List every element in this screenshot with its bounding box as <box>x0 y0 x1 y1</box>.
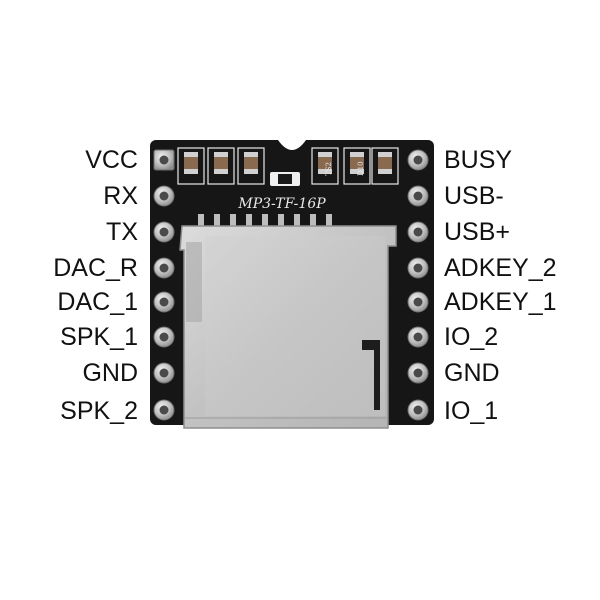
pin-label-dac-1: DAC_1 <box>57 288 138 316</box>
pin-label-io-2: IO_2 <box>444 323 499 351</box>
right-pin-row <box>407 149 429 421</box>
pin-label-rx: RX <box>103 182 138 210</box>
left-pin-pad <box>153 185 175 207</box>
right-pin-pad <box>407 185 429 207</box>
left-pin-pad <box>153 149 175 171</box>
pin-label-vcc: VCC <box>85 146 138 174</box>
slot-contacts <box>198 214 332 226</box>
silkscreen-label: MP3-TF-16P <box>237 196 326 212</box>
right-pin-pad <box>407 291 429 313</box>
microsd-card-slot <box>179 225 397 429</box>
right-pin-pad <box>407 221 429 243</box>
pin-label-busy: BUSY <box>444 146 513 174</box>
pin-label-spk-1: SPK_1 <box>60 323 138 351</box>
pin-label-usb-minus: USB- <box>444 182 504 210</box>
pin-label-adkey-2: ADKEY_2 <box>444 254 557 282</box>
pin-label-tx: TX <box>106 218 138 246</box>
left-pin-pad <box>153 362 175 384</box>
pin-label-spk-2: SPK_2 <box>60 397 138 425</box>
pin-label-usb-plus: USB+ <box>444 218 511 246</box>
left-pin-pad <box>153 221 175 243</box>
right-pin-pad <box>407 257 429 279</box>
pcb-notch <box>278 140 306 150</box>
mark-d10: D10 <box>357 161 365 176</box>
pin-label-gnd-left: GND <box>82 359 138 387</box>
right-pin-pad <box>407 362 429 384</box>
left-pin-pad <box>153 257 175 279</box>
left-pin-pad <box>153 399 175 421</box>
pin-label-dac-r: DAC_R <box>53 254 138 282</box>
pin-label-adkey-1: ADKEY_1 <box>444 288 557 316</box>
top-components <box>177 147 399 186</box>
mark-ts2: TS2 <box>325 162 333 176</box>
left-pin-pad <box>153 291 175 313</box>
pin-label-io-1: IO_1 <box>444 397 499 425</box>
right-pin-pad <box>407 326 429 348</box>
left-pin-pad <box>153 326 175 348</box>
left-pin-row <box>153 149 175 421</box>
right-pin-pad <box>407 399 429 421</box>
pin-label-gnd-right: GND <box>444 359 500 387</box>
right-pin-pad <box>407 149 429 171</box>
